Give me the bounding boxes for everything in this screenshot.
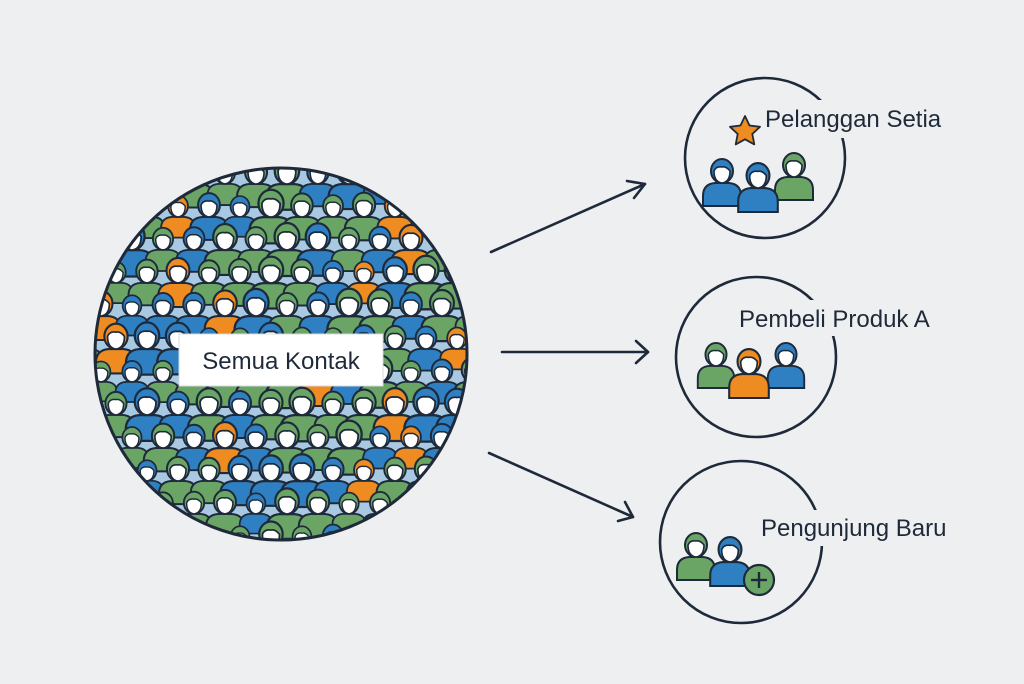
plus-icon bbox=[742, 563, 776, 597]
segment-product-a-buyers: Pembeli Produk A bbox=[674, 275, 968, 439]
arrow-to-segment-1 bbox=[489, 179, 647, 254]
segment-1-label: Pelanggan Setia bbox=[765, 106, 942, 133]
segment-3-label: Pengunjung Baru bbox=[761, 515, 946, 542]
segment-loyal-customers: Pelanggan Setia bbox=[683, 76, 967, 240]
segment-2-label: Pembeli Produk A bbox=[739, 306, 930, 333]
source-label-box bbox=[178, 333, 384, 387]
arrow-to-segment-2 bbox=[500, 339, 650, 365]
source-group: Semua Kontak bbox=[93, 166, 469, 542]
source-label: Semua Kontak bbox=[202, 348, 360, 375]
source-circle-outline bbox=[93, 166, 469, 542]
arrows bbox=[487, 179, 650, 523]
arrow-to-segment-3 bbox=[487, 451, 635, 523]
star-icon bbox=[729, 115, 761, 146]
segment-new-visitors: Pengunjung Baru bbox=[658, 459, 974, 625]
